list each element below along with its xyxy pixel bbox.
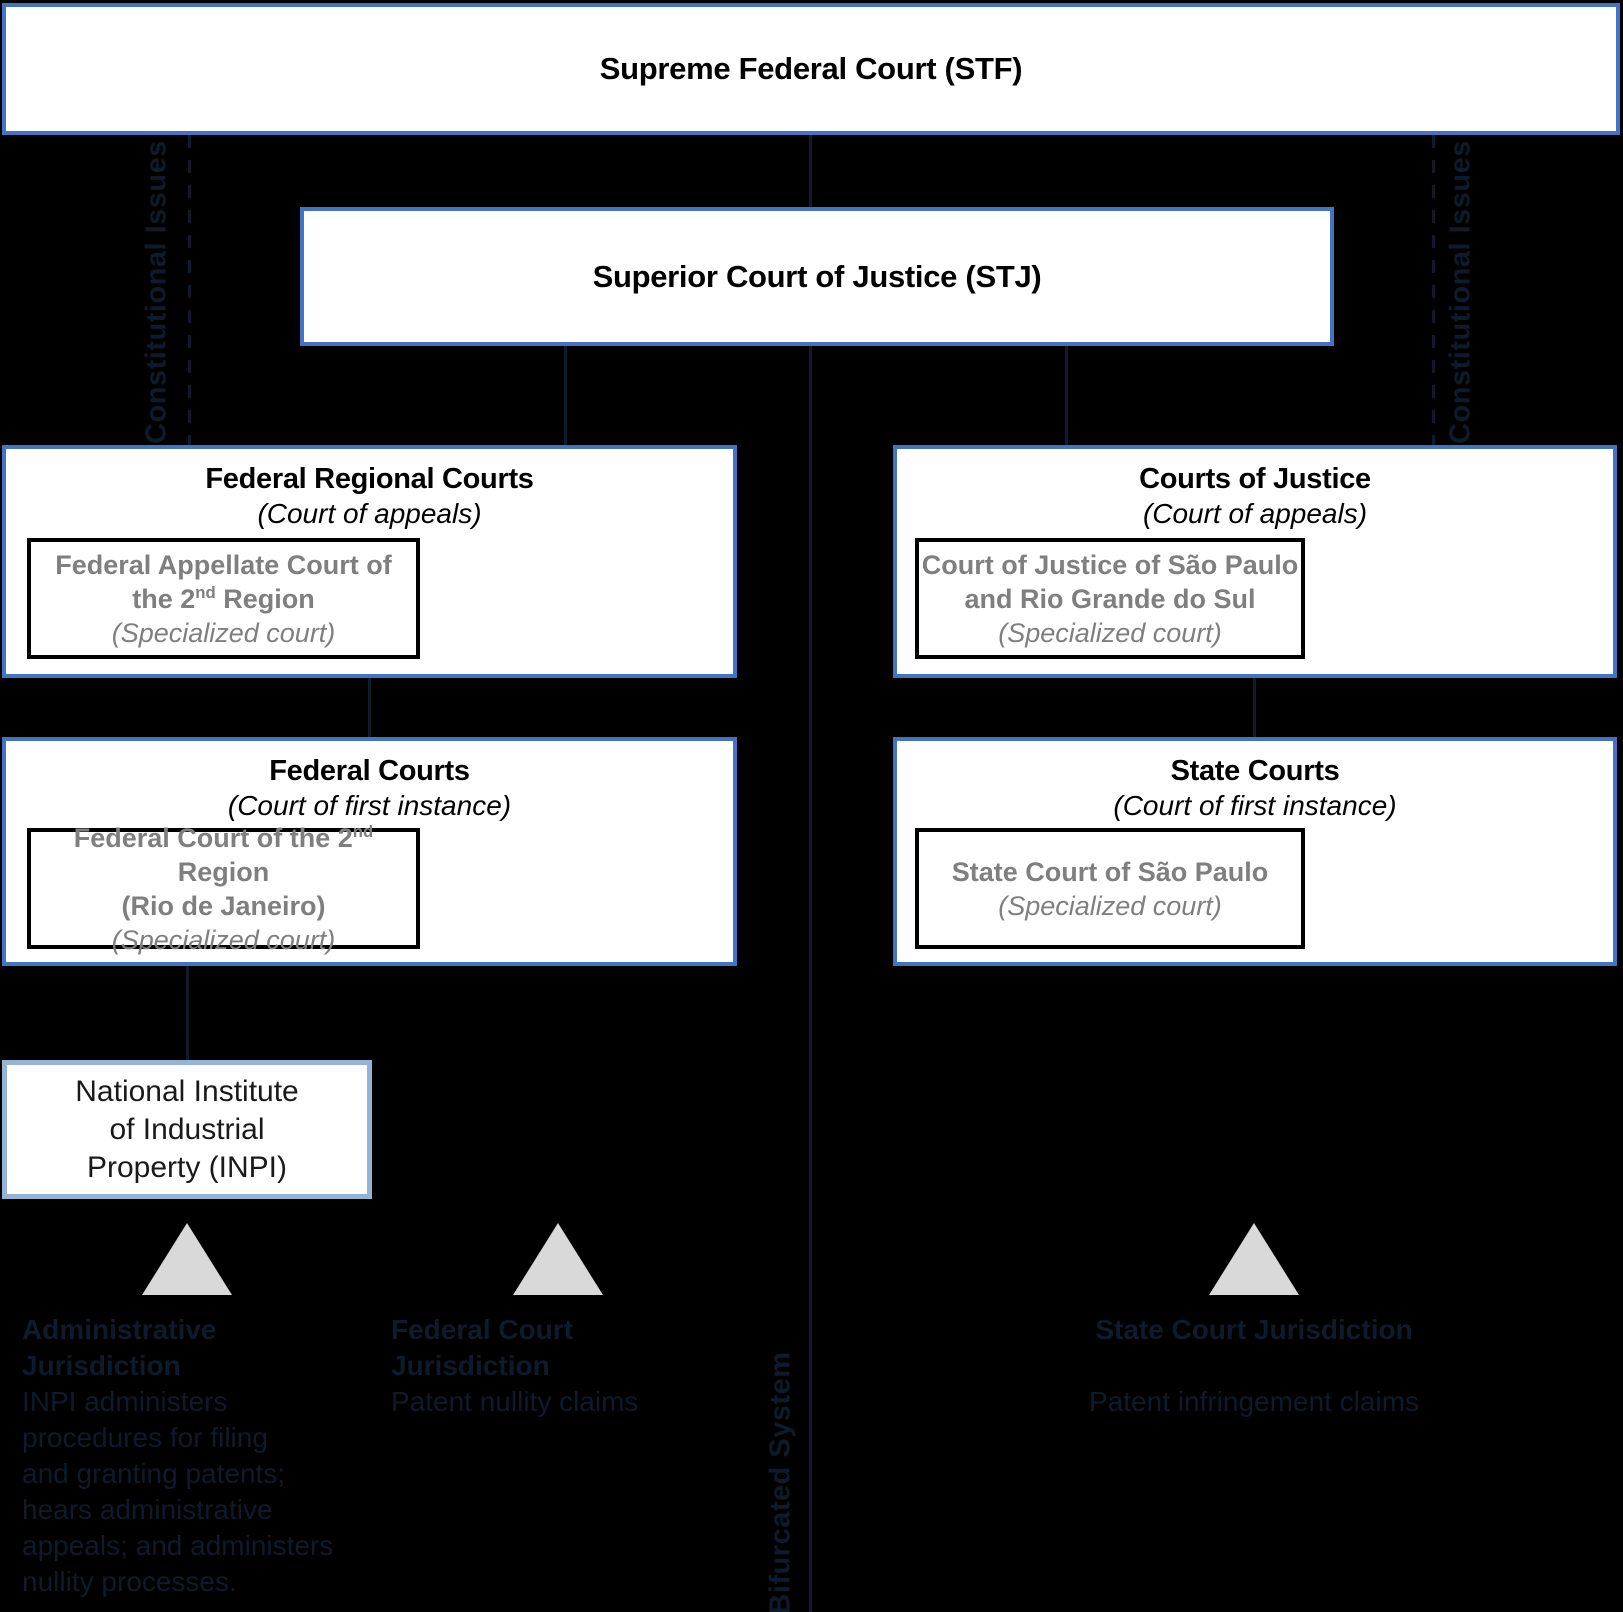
federal-appellate-court-line3: (Specialized court) [111,617,336,648]
stj-box: Superior Court of Justice (STJ) [300,207,1334,346]
admin-jurisdiction-body-line: and granting patents; [22,1458,286,1489]
admin-jurisdiction-body-line: hears administrative [22,1494,273,1525]
administrative-jurisdiction-text: Administrative Jurisdiction INPI adminis… [22,1312,382,1600]
stf-label: Supreme Federal Court (STF) [599,51,1023,86]
federal-jurisdiction-body: Patent nullity claims [391,1386,639,1417]
state-courts-subtitle: (Court of first instance) [1113,790,1397,821]
connector-courts-of-justice-to-state-courts [1253,677,1256,738]
federal-regional-courts-title: Federal Regional Courts [205,463,534,495]
court-of-justice-sp-rs-line3: (Specialized court) [998,617,1222,648]
federal-jurisdiction-title-line2: Jurisdiction [391,1350,550,1381]
admin-jurisdiction-body-line: INPI administers [22,1386,228,1417]
federal-courts-subtitle: (Court of first instance) [227,790,512,821]
federal-jurisdiction-title-line1: Federal Court [391,1314,574,1345]
court-of-justice-sp-rs-line1: Court of Justice of São Paulo [921,549,1299,580]
federal-regional-courts-subtitle: (Court of appeals) [257,498,482,529]
federal-court-jurisdiction-text: Federal Court Jurisdiction Patent nullit… [391,1312,721,1420]
state-courts-title: State Courts [1170,755,1340,787]
court-of-justice-sp-rs-box: Court of Justice of São Paulo and Rio Gr… [915,538,1305,659]
connector-center-divider [809,135,812,1612]
triangle-administrative-jurisdiction [142,1223,232,1295]
federal-courts-title: Federal Courts [269,755,470,787]
court-of-justice-sp-rs-line2: and Rio Grande do Sul [964,583,1256,614]
constitutional-issues-label-right: Constitutional Issues [1444,140,1477,444]
triangle-federal-court-jurisdiction [513,1223,603,1295]
federal-appellate-court-box: Federal Appellate Court of the 2nd Regio… [27,538,420,659]
admin-jurisdiction-body-line: nullity processes. [22,1566,237,1597]
inpi-line1: National Institute [75,1074,299,1108]
state-jurisdiction-title: State Court Jurisdiction [1095,1314,1413,1345]
state-jurisdiction-body: Patent infringement claims [1089,1386,1419,1417]
inpi-box: National Institute of Industrial Propert… [2,1060,372,1199]
dashed-line-constitutional-left [188,135,191,445]
admin-jurisdiction-body-line: procedures for filing [22,1422,268,1453]
courts-of-justice-title: Courts of Justice [1139,463,1371,495]
inpi-line3: Property (INPI) [86,1150,288,1184]
federal-appellate-court-line1: Federal Appellate Court of [55,549,392,580]
dashed-line-constitutional-right [1432,135,1435,445]
state-court-sao-paulo-line1: State Court of São Paulo [951,856,1269,887]
federal-court-2nd-region-line2: (Rio de Janeiro) [121,890,326,921]
federal-court-2nd-region-box: Federal Court of the 2nd Region (Rio de … [27,823,420,955]
connector-stj-to-federal-regional [564,346,567,446]
triangle-state-court-jurisdiction [1209,1223,1299,1295]
state-court-sao-paulo-box: State Court of São Paulo (Specialized co… [915,828,1305,949]
state-court-sao-paulo-line2: (Specialized court) [998,890,1222,921]
courts-of-justice-subtitle: (Court of appeals) [1142,498,1368,529]
inpi-line2: of Industrial [109,1112,265,1146]
bifurcated-system-label: Bifurcated System [764,1351,797,1612]
admin-jurisdiction-title-line1: Administrative [22,1314,217,1345]
state-court-jurisdiction-text: State Court Jurisdiction Patent infringe… [1044,1312,1464,1420]
connector-stj-to-courts-of-justice [1065,346,1068,446]
connector-federal-regional-to-federal-courts [368,677,371,738]
admin-jurisdiction-title-line2: Jurisdiction [22,1350,181,1381]
stf-box: Supreme Federal Court (STF) [2,3,1620,135]
federal-appellate-court-line2: the 2nd Region [132,582,315,614]
federal-court-2nd-region-line3: (Specialized court) [111,924,336,955]
federal-court-2nd-region-line1: Federal Court of the 2nd Region [73,821,374,887]
connector-federal-courts-to-inpi [186,965,189,1061]
admin-jurisdiction-body-line: appeals; and administers [22,1530,334,1561]
stj-label: Superior Court of Justice (STJ) [592,258,1042,294]
constitutional-issues-label-left: Constitutional Issues [140,140,173,444]
